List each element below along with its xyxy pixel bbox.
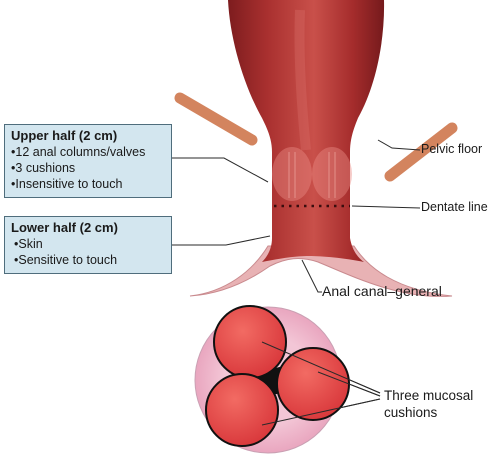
- upper-half-item: 3 cushions: [11, 160, 165, 176]
- lower-half-title: Lower half (2 cm): [11, 220, 118, 235]
- anal-column-left: [272, 147, 312, 201]
- cushion-right: [276, 347, 350, 421]
- dentate-line-label: Dentate line: [421, 200, 488, 214]
- upper-half-item: 12 anal columns/valves: [11, 144, 165, 160]
- pelvic-floor-right: [384, 122, 458, 182]
- pelvic-floor-label: Pelvic floor: [421, 142, 483, 156]
- pelvic-floor-left: [174, 92, 258, 146]
- upper-half-title: Upper half (2 cm): [11, 128, 118, 143]
- cushion-top: [213, 305, 287, 379]
- perianal-skin: [189, 245, 453, 297]
- upper-half-item: Insensitive to touch: [11, 176, 165, 192]
- anal-canal-tube: [228, 0, 385, 262]
- lower-half-box: Lower half (2 cm) Skin Sensitive to touc…: [4, 216, 172, 274]
- upper-half-box: Upper half (2 cm) 12 anal columns/valves…: [4, 124, 172, 198]
- cushion-bottom: [205, 373, 279, 447]
- mucosal-cushions-label: Three mucosal cushions: [384, 388, 474, 420]
- lower-half-item: Sensitive to touch: [11, 252, 165, 268]
- lower-half-item: Skin: [11, 236, 165, 252]
- tube-highlight: [294, 9, 311, 151]
- anal-canal-label: Anal canal–general: [322, 283, 442, 299]
- anal-column-right: [312, 147, 352, 201]
